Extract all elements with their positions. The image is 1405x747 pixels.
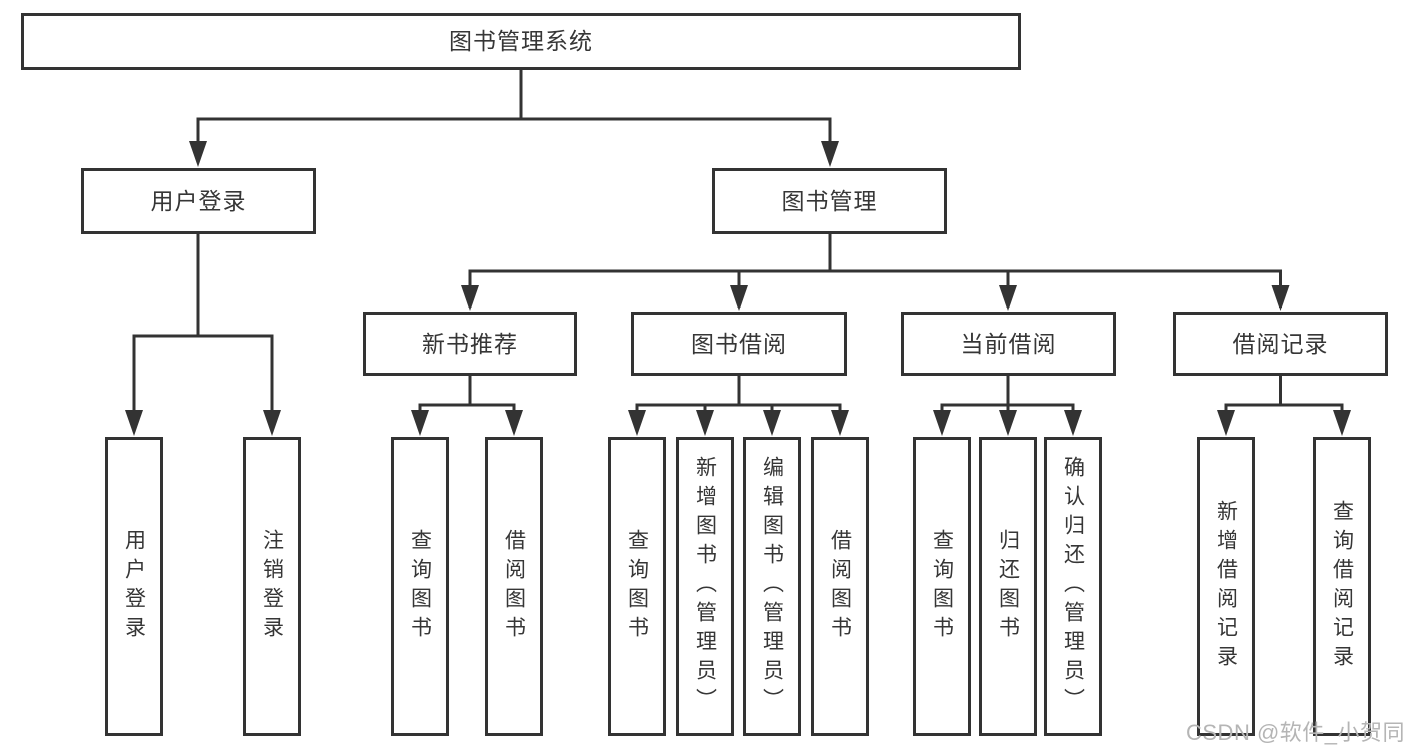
node-current-borrowing: 当前借阅 xyxy=(901,312,1116,376)
node-label: 查询图书 xyxy=(408,528,432,645)
leaf-query-borrow-record: 查询借阅记录 xyxy=(1313,437,1371,736)
leaf-add-books-admin: 新增图书（管理员） xyxy=(676,437,734,736)
leaf-query-books-borrow: 查询图书 xyxy=(608,437,666,736)
node-label: 用户登录 xyxy=(122,528,146,645)
node-label: 查询图书 xyxy=(930,528,954,645)
node-label: 新增借阅记录 xyxy=(1214,499,1238,674)
csdn-watermark: CSDN @软件_小贺同学 xyxy=(1186,720,1405,745)
leaf-edit-books-admin: 编辑图书（管理员） xyxy=(743,437,801,736)
leaf-query-books-recommend: 查询图书 xyxy=(391,437,449,736)
node-label: 当前借阅 xyxy=(960,330,1057,357)
connector-lines xyxy=(132,68,1344,432)
node-new-book-recommendation: 新书推荐 xyxy=(363,312,577,376)
node-label: 新增图书（管理员） xyxy=(693,456,717,717)
leaf-logout: 注销登录 xyxy=(243,437,301,736)
node-label: 借阅记录 xyxy=(1232,330,1329,357)
node-book-borrowing: 图书借阅 xyxy=(631,312,847,376)
node-label: 查询图书 xyxy=(625,528,649,645)
node-label: 借阅图书 xyxy=(502,528,526,645)
leaf-add-borrow-record: 新增借阅记录 xyxy=(1197,437,1255,736)
leaf-borrow-books: 借阅图书 xyxy=(811,437,869,736)
node-label: 编辑图书（管理员） xyxy=(760,456,784,717)
node-label: 图书借阅 xyxy=(691,330,787,357)
leaf-borrow-books-recommend: 借阅图书 xyxy=(485,437,543,736)
node-label: 图书管理系统 xyxy=(449,28,593,54)
node-label: 图书管理 xyxy=(781,187,878,214)
arrowheads xyxy=(125,141,1351,436)
node-label: 用户登录 xyxy=(150,187,247,214)
leaf-return-books: 归还图书 xyxy=(979,437,1037,736)
leaf-query-books-current: 查询图书 xyxy=(913,437,971,736)
node-book-management-module: 图书管理 xyxy=(712,168,947,234)
node-label: 确认归还（管理员） xyxy=(1061,456,1085,717)
node-label: 归还图书 xyxy=(996,528,1020,645)
node-label: 借阅图书 xyxy=(828,528,852,645)
node-label: 查询借阅记录 xyxy=(1330,499,1354,674)
leaf-confirm-return-admin: 确认归还（管理员） xyxy=(1044,437,1102,736)
leaf-user-login: 用户登录 xyxy=(105,437,163,736)
node-user-login-module: 用户登录 xyxy=(81,168,316,234)
node-borrowing-records: 借阅记录 xyxy=(1173,312,1388,376)
node-label: 新书推荐 xyxy=(422,330,518,357)
node-library-management-system: 图书管理系统 xyxy=(21,13,1021,70)
node-label: 注销登录 xyxy=(260,528,284,645)
